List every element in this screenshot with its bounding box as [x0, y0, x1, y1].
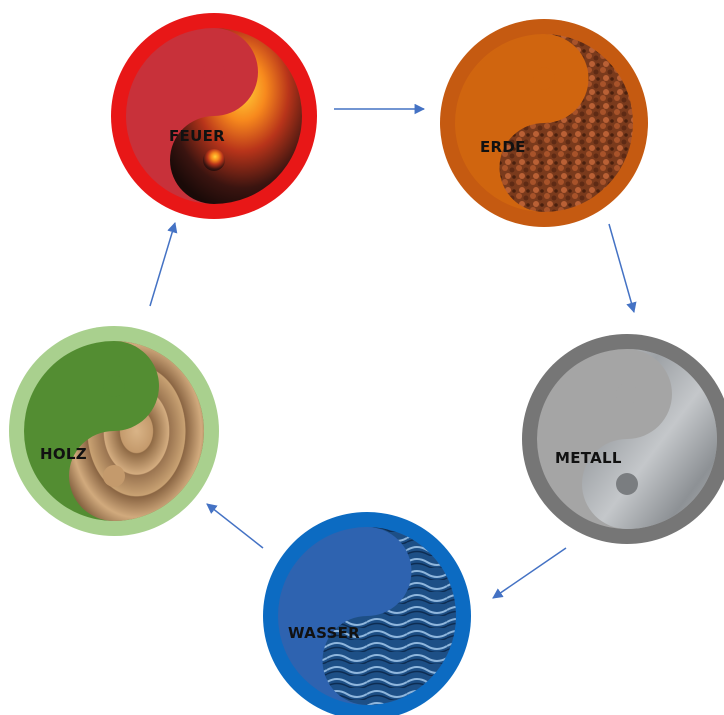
element-node-feuer: FEUER	[111, 13, 317, 219]
arrow-erde-to-metall	[609, 224, 634, 312]
label-wasser: WASSER	[288, 624, 360, 642]
element-node-wasser: WASSER	[263, 512, 471, 715]
label-feuer: FEUER	[169, 127, 225, 145]
label-metall: METALL	[555, 449, 622, 467]
label-erde: ERDE	[480, 138, 526, 156]
arrow-holz-to-feuer	[150, 223, 175, 306]
label-holz: HOLZ	[40, 445, 87, 463]
element-node-holz: HOLZ	[9, 326, 219, 536]
element-node-erde: ERDE	[440, 19, 648, 227]
arrow-metall-to-wasser	[493, 548, 566, 598]
element-node-metall: METALL	[522, 334, 724, 544]
arrow-wasser-to-holz	[207, 504, 263, 548]
